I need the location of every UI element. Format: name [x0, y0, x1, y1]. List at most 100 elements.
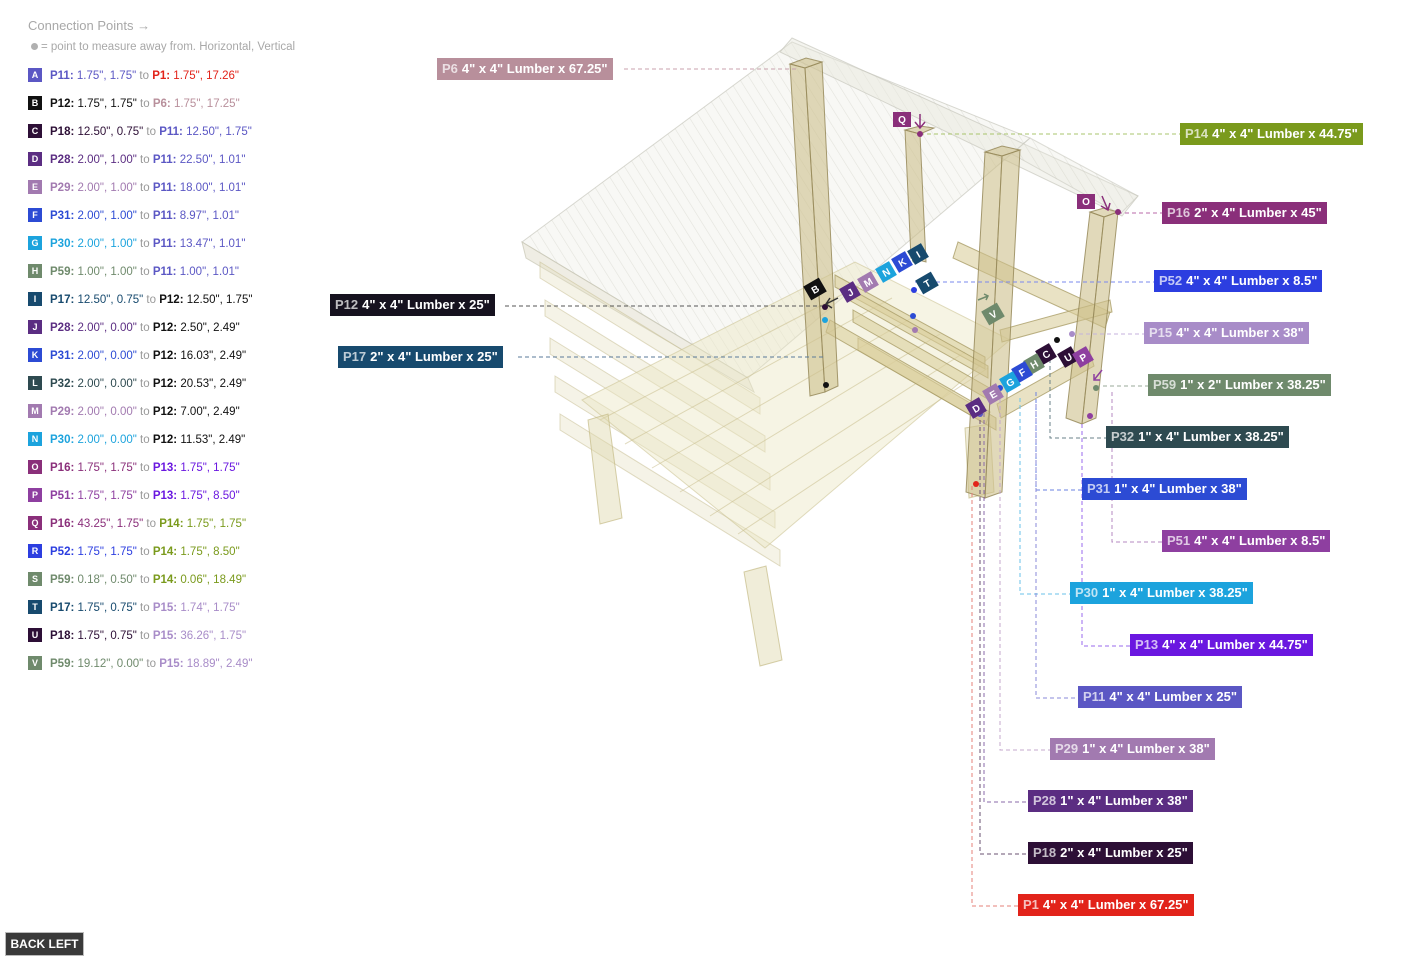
badge-g: G: [999, 371, 1021, 393]
from-part: P16: [50, 462, 71, 474]
to-values: 0.06", 18.49": [180, 574, 247, 586]
from-values: 2.00", 0.00": [77, 406, 137, 418]
from-part: P17: [50, 294, 71, 306]
to-word: to: [140, 434, 150, 446]
back-left-button[interactable]: BACK LEFT: [5, 932, 84, 956]
connection-letter-badge: V: [28, 656, 42, 670]
to-part: P12: [159, 294, 180, 306]
colon: :: [70, 574, 78, 586]
svg-text:U: U: [1063, 352, 1075, 365]
colon: :: [173, 462, 181, 474]
to-word: to: [140, 462, 150, 474]
to-values: 22.50", 1.01": [179, 154, 246, 166]
to-word: to: [140, 238, 150, 250]
badge-t: T: [915, 271, 939, 295]
to-part: P11: [152, 266, 173, 278]
connection-letter-badge: E: [28, 180, 42, 194]
to-part: P12: [152, 406, 174, 418]
from-part: P32: [50, 378, 71, 390]
from-part: P12: [50, 98, 71, 110]
colon: :: [172, 266, 180, 278]
to-word: to: [140, 350, 150, 362]
from-part: P18: [50, 630, 71, 642]
from-part: P30: [50, 238, 71, 250]
to-word: to: [146, 518, 157, 530]
from-values: 2.00", 1.00": [77, 238, 137, 250]
posts: [788, 57, 1120, 499]
to-word: to: [146, 658, 157, 670]
connection-letter-badge: O: [28, 460, 42, 474]
connection-letter-badge: U: [28, 628, 42, 642]
connection-letter-badge: I: [28, 292, 42, 306]
colon: :: [173, 434, 181, 446]
to-part: P1: [152, 70, 167, 82]
legend-title: Connection Points →: [28, 18, 151, 33]
to-values: 7.00", 2.49": [180, 406, 240, 418]
to-values: 1.75", 17.25": [173, 98, 240, 110]
from-values: 19.12", 0.00": [77, 658, 144, 670]
from-part: P31: [50, 350, 71, 362]
badge-m: M: [857, 271, 879, 293]
to-word: to: [139, 70, 149, 82]
connection-letter-badge: R: [28, 544, 42, 558]
to-values: 20.53", 2.49": [180, 378, 247, 390]
from-part: P29: [50, 182, 71, 194]
svg-text:O: O: [1082, 197, 1090, 208]
to-values: 8.97", 1.01": [179, 210, 240, 222]
legend-subtitle: = point to measure away from. Horizontal…: [31, 41, 295, 53]
badge-v: V: [981, 302, 1005, 326]
colon: :: [172, 210, 180, 222]
colon: :: [70, 126, 78, 138]
svg-text:B: B: [810, 284, 822, 297]
leader-p51: [1111, 392, 1162, 543]
svg-text:J: J: [846, 287, 856, 299]
to-part: P12: [152, 350, 174, 362]
to-values: 1.75", 8.50": [180, 490, 240, 502]
to-values: 36.26", 1.75": [180, 630, 247, 642]
colon: :: [70, 210, 78, 222]
colon: :: [70, 602, 78, 614]
badge-b: B: [803, 277, 827, 301]
svg-text:Q: Q: [898, 115, 906, 126]
from-part: P29: [50, 406, 71, 418]
to-values: 1.75", 8.50": [180, 546, 240, 558]
connection-letter-badge: K: [28, 348, 42, 362]
to-part: P15: [152, 630, 174, 642]
connection-letter-badge: C: [28, 124, 42, 138]
connection-letter-badge: L: [28, 376, 42, 390]
colon: :: [70, 98, 78, 110]
colon: :: [70, 350, 78, 362]
connection-letter-badge: H: [28, 264, 42, 278]
from-part: P11: [50, 70, 70, 82]
from-part: P18: [50, 126, 71, 138]
connection-letter-badge: F: [28, 208, 42, 222]
from-values: 1.75", 1.75": [76, 70, 137, 82]
from-part: P30: [50, 434, 71, 446]
to-values: 12.50", 1.75": [186, 126, 252, 138]
